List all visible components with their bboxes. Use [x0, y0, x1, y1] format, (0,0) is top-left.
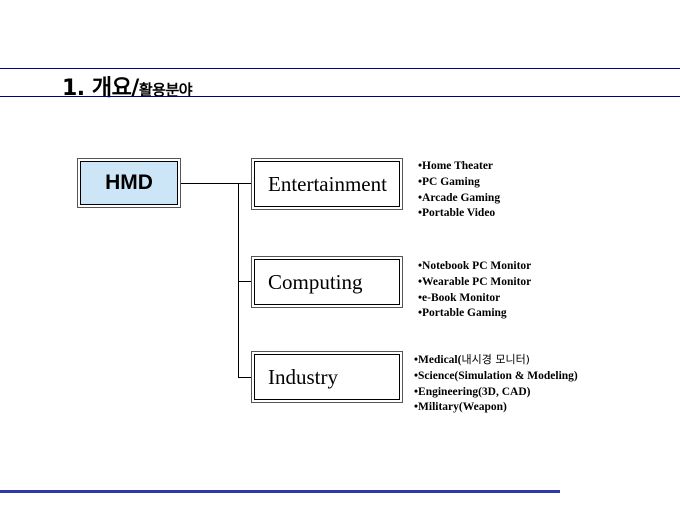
list-item: Arcade Gaming: [418, 191, 500, 207]
connector-trunk: [238, 183, 239, 377]
list-item: Wearable PC Monitor: [418, 275, 531, 291]
list-item: Engineering(3D, CAD): [414, 385, 578, 401]
connector-entertainment: [238, 183, 254, 184]
list-item: Portable Gaming: [418, 306, 531, 322]
list-item-medical: Medical(내시경 모니터): [414, 352, 578, 369]
category-entertainment: Entertainment: [254, 161, 400, 207]
connector-computing: [238, 281, 254, 282]
industry-uses: Medical(내시경 모니터) Science(Simulation & Mo…: [414, 352, 578, 416]
bottom-divider: [0, 490, 560, 493]
list-item: PC Gaming: [418, 175, 500, 191]
category-label: Entertainment: [268, 171, 387, 196]
list-item: e-Book Monitor: [418, 291, 531, 307]
connector-root: [178, 183, 238, 184]
list-item: Notebook PC Monitor: [418, 259, 531, 275]
top-divider: [0, 68, 680, 69]
list-item: Military(Weapon): [414, 400, 578, 416]
root-node-hmd: HMD: [80, 161, 178, 205]
category-label: Industry: [268, 364, 338, 389]
category-computing: Computing: [254, 259, 400, 305]
computing-uses: Notebook PC Monitor Wearable PC Monitor …: [418, 259, 531, 322]
medical-label: Medical(: [418, 354, 462, 366]
title-divider: [0, 96, 680, 97]
category-label: Computing: [268, 269, 363, 294]
list-item: Science(Simulation & Modeling): [414, 369, 578, 385]
connector-industry: [238, 377, 254, 378]
title-main: 1. 개요/: [62, 76, 139, 101]
list-item: Home Theater: [418, 159, 500, 175]
root-label: HMD: [105, 171, 153, 194]
entertainment-uses: Home Theater PC Gaming Arcade Gaming Por…: [418, 159, 500, 222]
page-title: 1. 개요/활용분야: [62, 70, 193, 102]
category-industry: Industry: [254, 354, 400, 400]
title-sub: 활용분야: [138, 81, 193, 99]
medical-detail: 내시경 모니터): [461, 353, 530, 366]
list-item: Portable Video: [418, 206, 500, 222]
